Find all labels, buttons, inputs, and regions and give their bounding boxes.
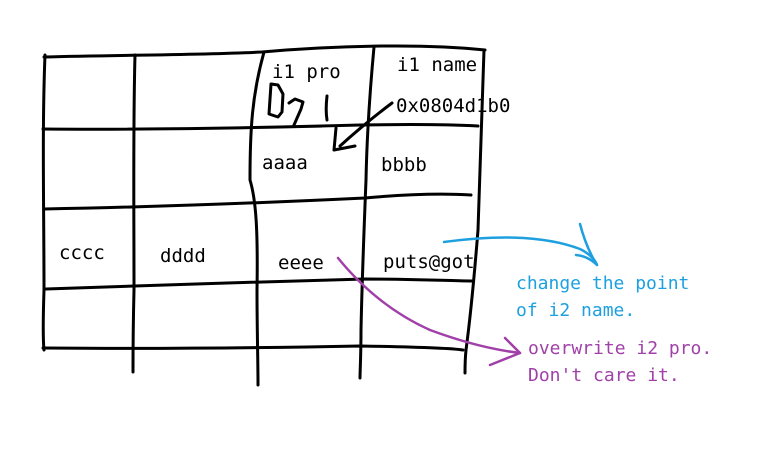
- blue-annotation-line-2: of i2 name.: [516, 300, 636, 321]
- grid-line-h5: [41, 344, 465, 352]
- cell-aaaa: aaaa: [262, 152, 308, 174]
- scribble-mark: [267, 82, 285, 119]
- purple-arrow: [336, 256, 522, 355]
- grid-line-v3: [248, 50, 266, 387]
- label-i1-pro: i1 pro: [272, 61, 341, 83]
- purple-annotation-line-2: Don't care it.: [528, 365, 680, 386]
- cell-cccc: cccc: [59, 242, 105, 264]
- grid-line-h1: [42, 44, 487, 59]
- label-address: 0x0804d1b0: [396, 95, 511, 117]
- cell-bbbb: bbbb: [381, 154, 427, 176]
- grid-line-v5: [463, 48, 486, 375]
- scribble-mark: [324, 94, 329, 122]
- cell-dddd: dddd: [160, 245, 206, 267]
- purple-annotation-line-1: overwrite i2 pro.: [528, 338, 713, 359]
- scribble-mark: [287, 97, 305, 127]
- grid-line-h4: [44, 277, 474, 291]
- cell-eeee: eeee: [278, 252, 324, 274]
- blue-annotation-line-1: change the point: [516, 273, 690, 294]
- grid-line-h3: [42, 192, 473, 211]
- pointer-arrowhead: [332, 126, 357, 152]
- grid-line-h2: [41, 123, 480, 131]
- grid-line-v4: [358, 45, 376, 380]
- label-i1-name: i1 name: [397, 54, 478, 76]
- purple-annotation: overwrite i2 pro. Don't care it.: [528, 335, 712, 389]
- grid-line-v2: [131, 53, 137, 374]
- purple-arrowhead: [488, 336, 522, 367]
- blue-annotation: change the point of i2 name.: [516, 270, 689, 324]
- grid-line-v1: [41, 53, 47, 352]
- cell-puts-got: puts@got: [383, 251, 475, 273]
- blue-arrowhead: [574, 222, 599, 267]
- pointer-arrow: [338, 101, 394, 148]
